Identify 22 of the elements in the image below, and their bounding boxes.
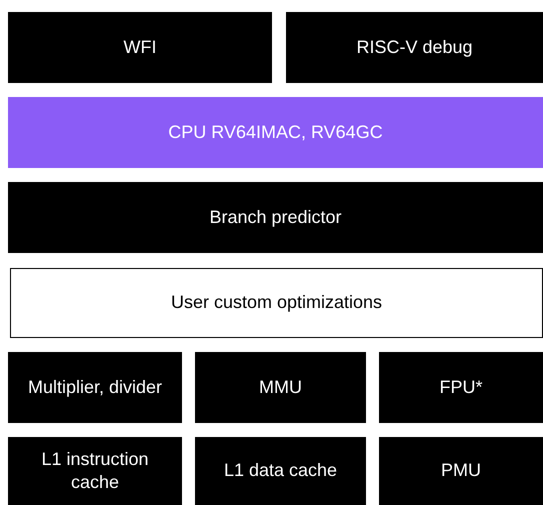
block-label: L1 instruction cache <box>40 448 150 494</box>
block-box <box>8 437 182 505</box>
block-box <box>195 437 366 505</box>
block-label: WFI <box>122 36 158 59</box>
block-label: MMU <box>258 376 303 399</box>
block-label: RISC-V debug <box>355 36 474 59</box>
block-box <box>8 12 272 83</box>
block-box <box>10 268 543 338</box>
block-box <box>379 437 543 505</box>
block-box <box>8 352 182 423</box>
block-box <box>8 182 543 253</box>
block-box <box>8 97 543 168</box>
block-box <box>286 12 543 83</box>
block-box <box>195 352 366 423</box>
block-label: CPU RV64IMAC, RV64GC <box>167 120 384 144</box>
block-label: PMU <box>440 459 482 482</box>
block-label: FPU* <box>438 376 484 399</box>
block-label: Branch predictor <box>208 206 343 229</box>
block-label: User custom optimizations <box>170 291 384 314</box>
block-label: Multiplier, divider <box>26 376 164 399</box>
block-label: L1 data cache <box>222 459 338 482</box>
block-box <box>379 352 543 423</box>
